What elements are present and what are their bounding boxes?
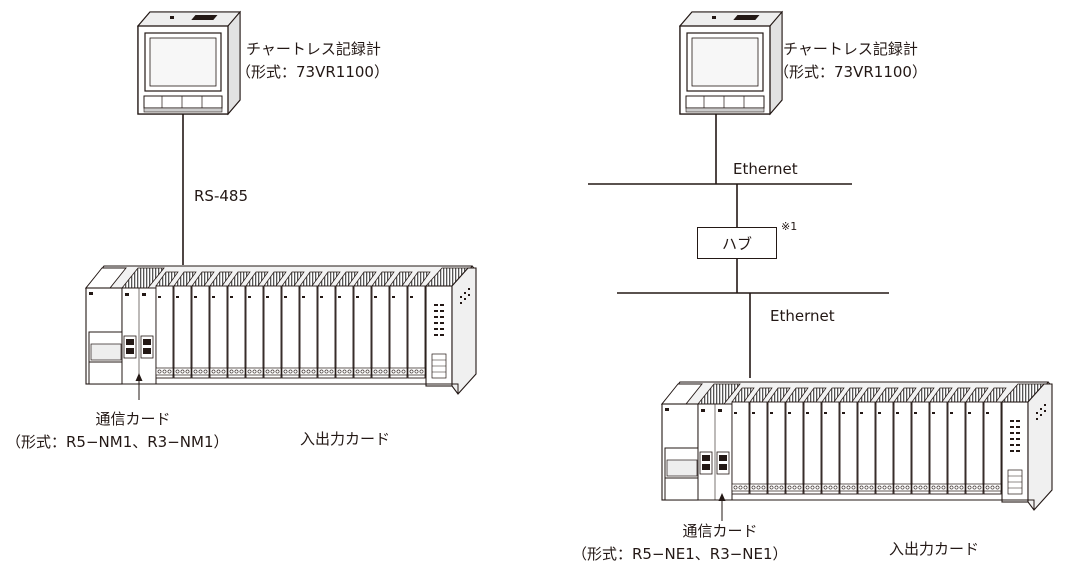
io-card-label-right: 入出力カード: [889, 540, 980, 558]
ethernet-label-top: Ethernet: [733, 160, 798, 178]
io-rack-left: [86, 266, 476, 394]
ethernet-label-bottom: Ethernet: [770, 307, 835, 325]
rs485-label: RS-485: [194, 187, 248, 205]
comm-card-arrowhead-right: [718, 493, 726, 501]
io-card-label-left: 入出力カード: [300, 430, 391, 448]
io-rack-right: [662, 382, 1052, 510]
comm-card-model-left: （形式：R5−NM1、R3−NM1）: [6, 433, 229, 451]
comm-card-model-right: （形式：R5−NE1、R3−NE1）: [572, 545, 788, 563]
hub-box: ハブ: [697, 227, 777, 259]
recorder-model-left: （形式：73VR1100）: [236, 63, 389, 81]
recorder-right: [679, 11, 783, 115]
recorder-name-left: チャートレス記録計: [246, 40, 381, 58]
recorder-model-right: （形式：73VR1100）: [774, 63, 927, 81]
recorder-name-right: チャートレス記録計: [783, 40, 918, 58]
comm-card-arrowhead-left: [135, 373, 143, 381]
hub-label: ハブ: [721, 234, 752, 253]
recorder-left: [137, 11, 241, 115]
comm-card-name-right: 通信カード: [682, 522, 758, 540]
comm-card-name-left: 通信カード: [95, 410, 171, 428]
hub-footnote-mark: ※1: [781, 220, 798, 233]
